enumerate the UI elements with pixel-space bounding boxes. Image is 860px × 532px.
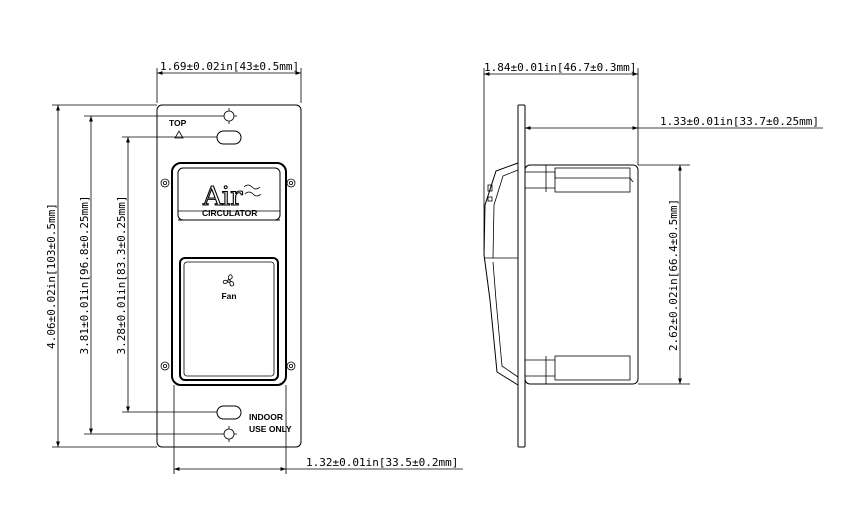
front-dimensions: 1.69±0.02in[43±0.5mm] 1.32±0.01in[33.5±0… bbox=[45, 60, 463, 474]
fan-icon bbox=[222, 274, 235, 287]
dim-width-switch: 1.32±0.01in[33.5±0.2mm] bbox=[306, 456, 458, 469]
fan-rocker-button[interactable] bbox=[179, 257, 279, 381]
side-view bbox=[483, 104, 639, 448]
brand-wave-icon bbox=[243, 184, 262, 197]
side-switch-front bbox=[483, 162, 519, 386]
dim-total-depth: 1.84±0.01in[46.7±0.3mm] bbox=[484, 61, 636, 74]
switch-bezel bbox=[171, 162, 287, 386]
bottom-mounting-hole bbox=[216, 405, 242, 420]
brand-sub: CIRCULATOR bbox=[202, 208, 257, 218]
warning-line2: USE ONLY bbox=[249, 424, 292, 434]
dim-height-holes: 3.28±0.01in[83.3±0.25mm] bbox=[115, 196, 128, 355]
wall-plate bbox=[156, 104, 302, 448]
top-label: TOP bbox=[169, 118, 187, 128]
dim-width-plate: 1.69±0.02in[43±0.5mm] bbox=[160, 60, 299, 73]
dim-body-height: 2.62±0.02in[66.4±0.5mm] bbox=[667, 199, 680, 351]
top-mounting-hole bbox=[216, 130, 242, 145]
dim-body-depth: 1.33±0.01in[33.7±0.25mm] bbox=[660, 115, 819, 128]
side-dimensions: 1.84±0.01in[46.7±0.3mm] 1.33±0.01in[33.7… bbox=[483, 61, 823, 385]
dim-height-screws: 3.81±0.01in[96.8±0.25mm] bbox=[78, 196, 91, 355]
dim-height-plate: 4.06±0.02in[103±0.5mm] bbox=[45, 203, 58, 349]
bezel-screw-icon bbox=[160, 178, 296, 371]
brand-name: Air bbox=[202, 182, 243, 212]
side-back-body bbox=[524, 164, 639, 385]
arrow-up-icon bbox=[174, 130, 184, 139]
screw-icon bbox=[221, 108, 237, 124]
warning-line1: INDOOR bbox=[249, 412, 283, 422]
screw-icon bbox=[221, 426, 237, 442]
front-view: TOP Air CIRCULATOR Fan bbox=[156, 104, 302, 448]
side-wall-plate bbox=[517, 104, 526, 448]
fan-label: Fan bbox=[221, 291, 236, 301]
